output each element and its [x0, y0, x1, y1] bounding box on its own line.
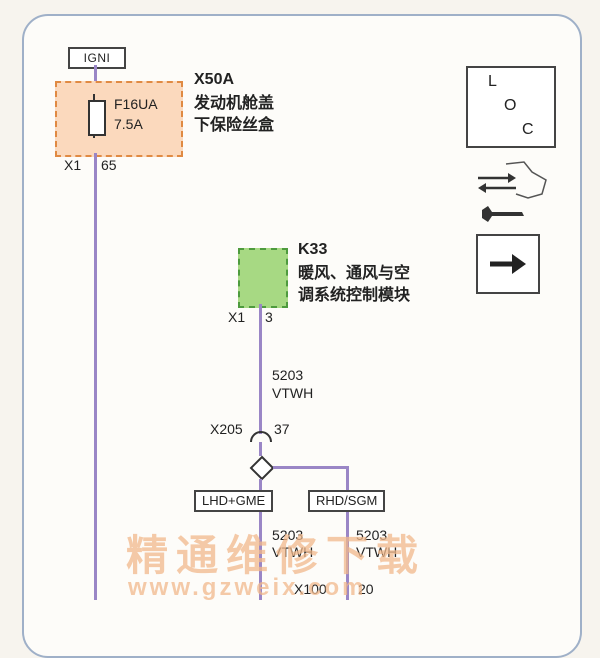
watermark-title: 精通维修下载 — [126, 532, 427, 579]
wire-segment — [259, 479, 262, 600]
loc-letter-c: C — [522, 121, 534, 138]
fuse-box — [55, 81, 183, 157]
variant-color-rhd: VTWH — [356, 544, 398, 560]
fuse-pin: 65 — [101, 157, 117, 173]
fuse-number: F16UA — [114, 96, 158, 112]
fuse-rating: 7.5A — [114, 116, 143, 132]
loc-letter-l: L — [488, 73, 497, 90]
splice-diamond-icon — [249, 455, 275, 481]
watermark-url: www.gzweix.com — [128, 574, 367, 601]
fuse-icon — [88, 100, 106, 136]
wire-segment — [346, 466, 349, 600]
inline-connector-id: X205 — [210, 421, 243, 437]
ignition-connector-label: IGNI — [68, 47, 126, 69]
variant-label-rhd: RHD/SGM — [308, 490, 386, 512]
arrow-right-icon — [476, 234, 540, 294]
fuse-box-name-1: 发动机舱盖 — [194, 95, 275, 112]
module-id: K33 — [298, 241, 328, 258]
bottom-connector-pin: 20 — [358, 581, 374, 597]
variant-circuit-lhd: 5203 — [272, 527, 304, 543]
loc-letter-o: O — [504, 97, 517, 114]
module-name-2: 调系统控制模块 — [298, 287, 411, 304]
wire-color: VTWH — [272, 385, 314, 401]
fuse-box-id: X50A — [194, 71, 235, 88]
hvac-module-box — [238, 248, 288, 308]
wire-segment — [94, 65, 97, 81]
fuse-connector: X1 — [64, 157, 82, 173]
module-connector: X1 — [228, 309, 246, 325]
variant-color-lhd: VTWH — [272, 544, 314, 560]
wire-segment — [259, 304, 262, 434]
module-pin: 3 — [265, 309, 273, 325]
wire-segment — [259, 442, 262, 456]
fuse-box-name-2: 下保险丝盒 — [194, 117, 275, 134]
module-name-1: 暖风、通风与空 — [298, 265, 411, 282]
variant-label-lhd: LHD+GME — [194, 490, 274, 512]
inline-connector-icon — [250, 431, 272, 443]
loc-icon: L O C — [466, 66, 556, 148]
wire-segment — [273, 466, 349, 469]
wrench-icon — [482, 206, 524, 222]
variant-circuit-rhd: 5203 — [356, 527, 388, 543]
inline-connector-pin: 37 — [274, 421, 290, 437]
connector-exchange-icon — [478, 161, 547, 199]
wire-segment — [94, 153, 97, 600]
wire-circuit: 5203 — [272, 367, 304, 383]
bottom-connector-id: X100 — [294, 581, 327, 597]
